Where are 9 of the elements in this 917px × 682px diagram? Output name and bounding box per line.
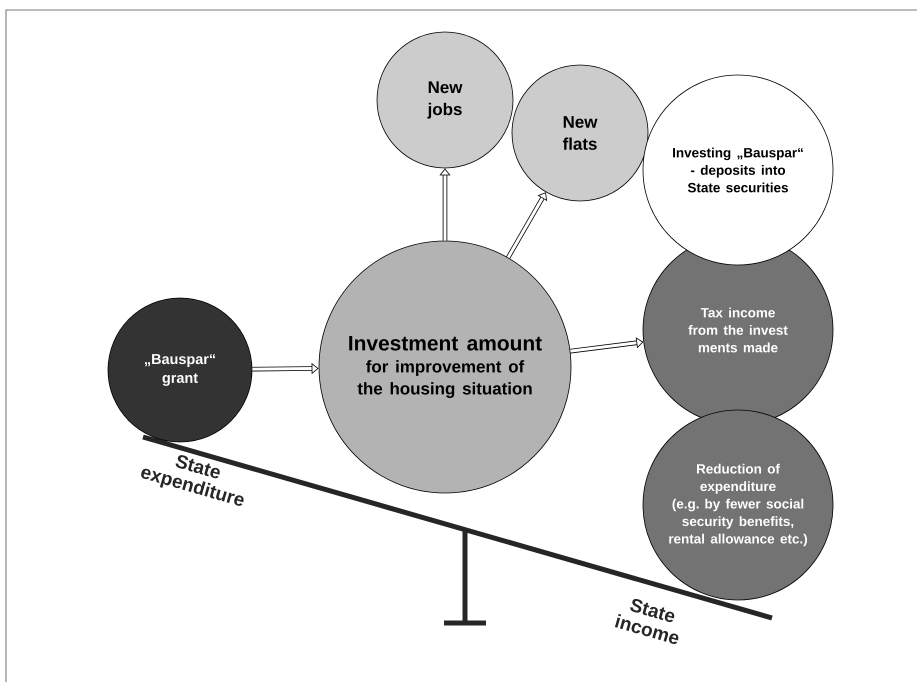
bubble: Investing „Bauspar“ - deposits into State securities xyxy=(642,74,834,266)
bubble: Reduction of expenditure (e.g. by fewer social security benefits, rental allowance etc.) xyxy=(642,410,834,600)
hollow-arrow xyxy=(506,192,548,259)
bubble: „Bauspar“ grant xyxy=(108,298,252,442)
bubble: New flats xyxy=(512,64,648,202)
bubble: New jobs xyxy=(376,32,514,168)
bubble: Investment amount for improvement of the housing situation xyxy=(318,240,572,494)
side-label: State income xyxy=(614,598,678,644)
hollow-arrow xyxy=(570,337,644,354)
